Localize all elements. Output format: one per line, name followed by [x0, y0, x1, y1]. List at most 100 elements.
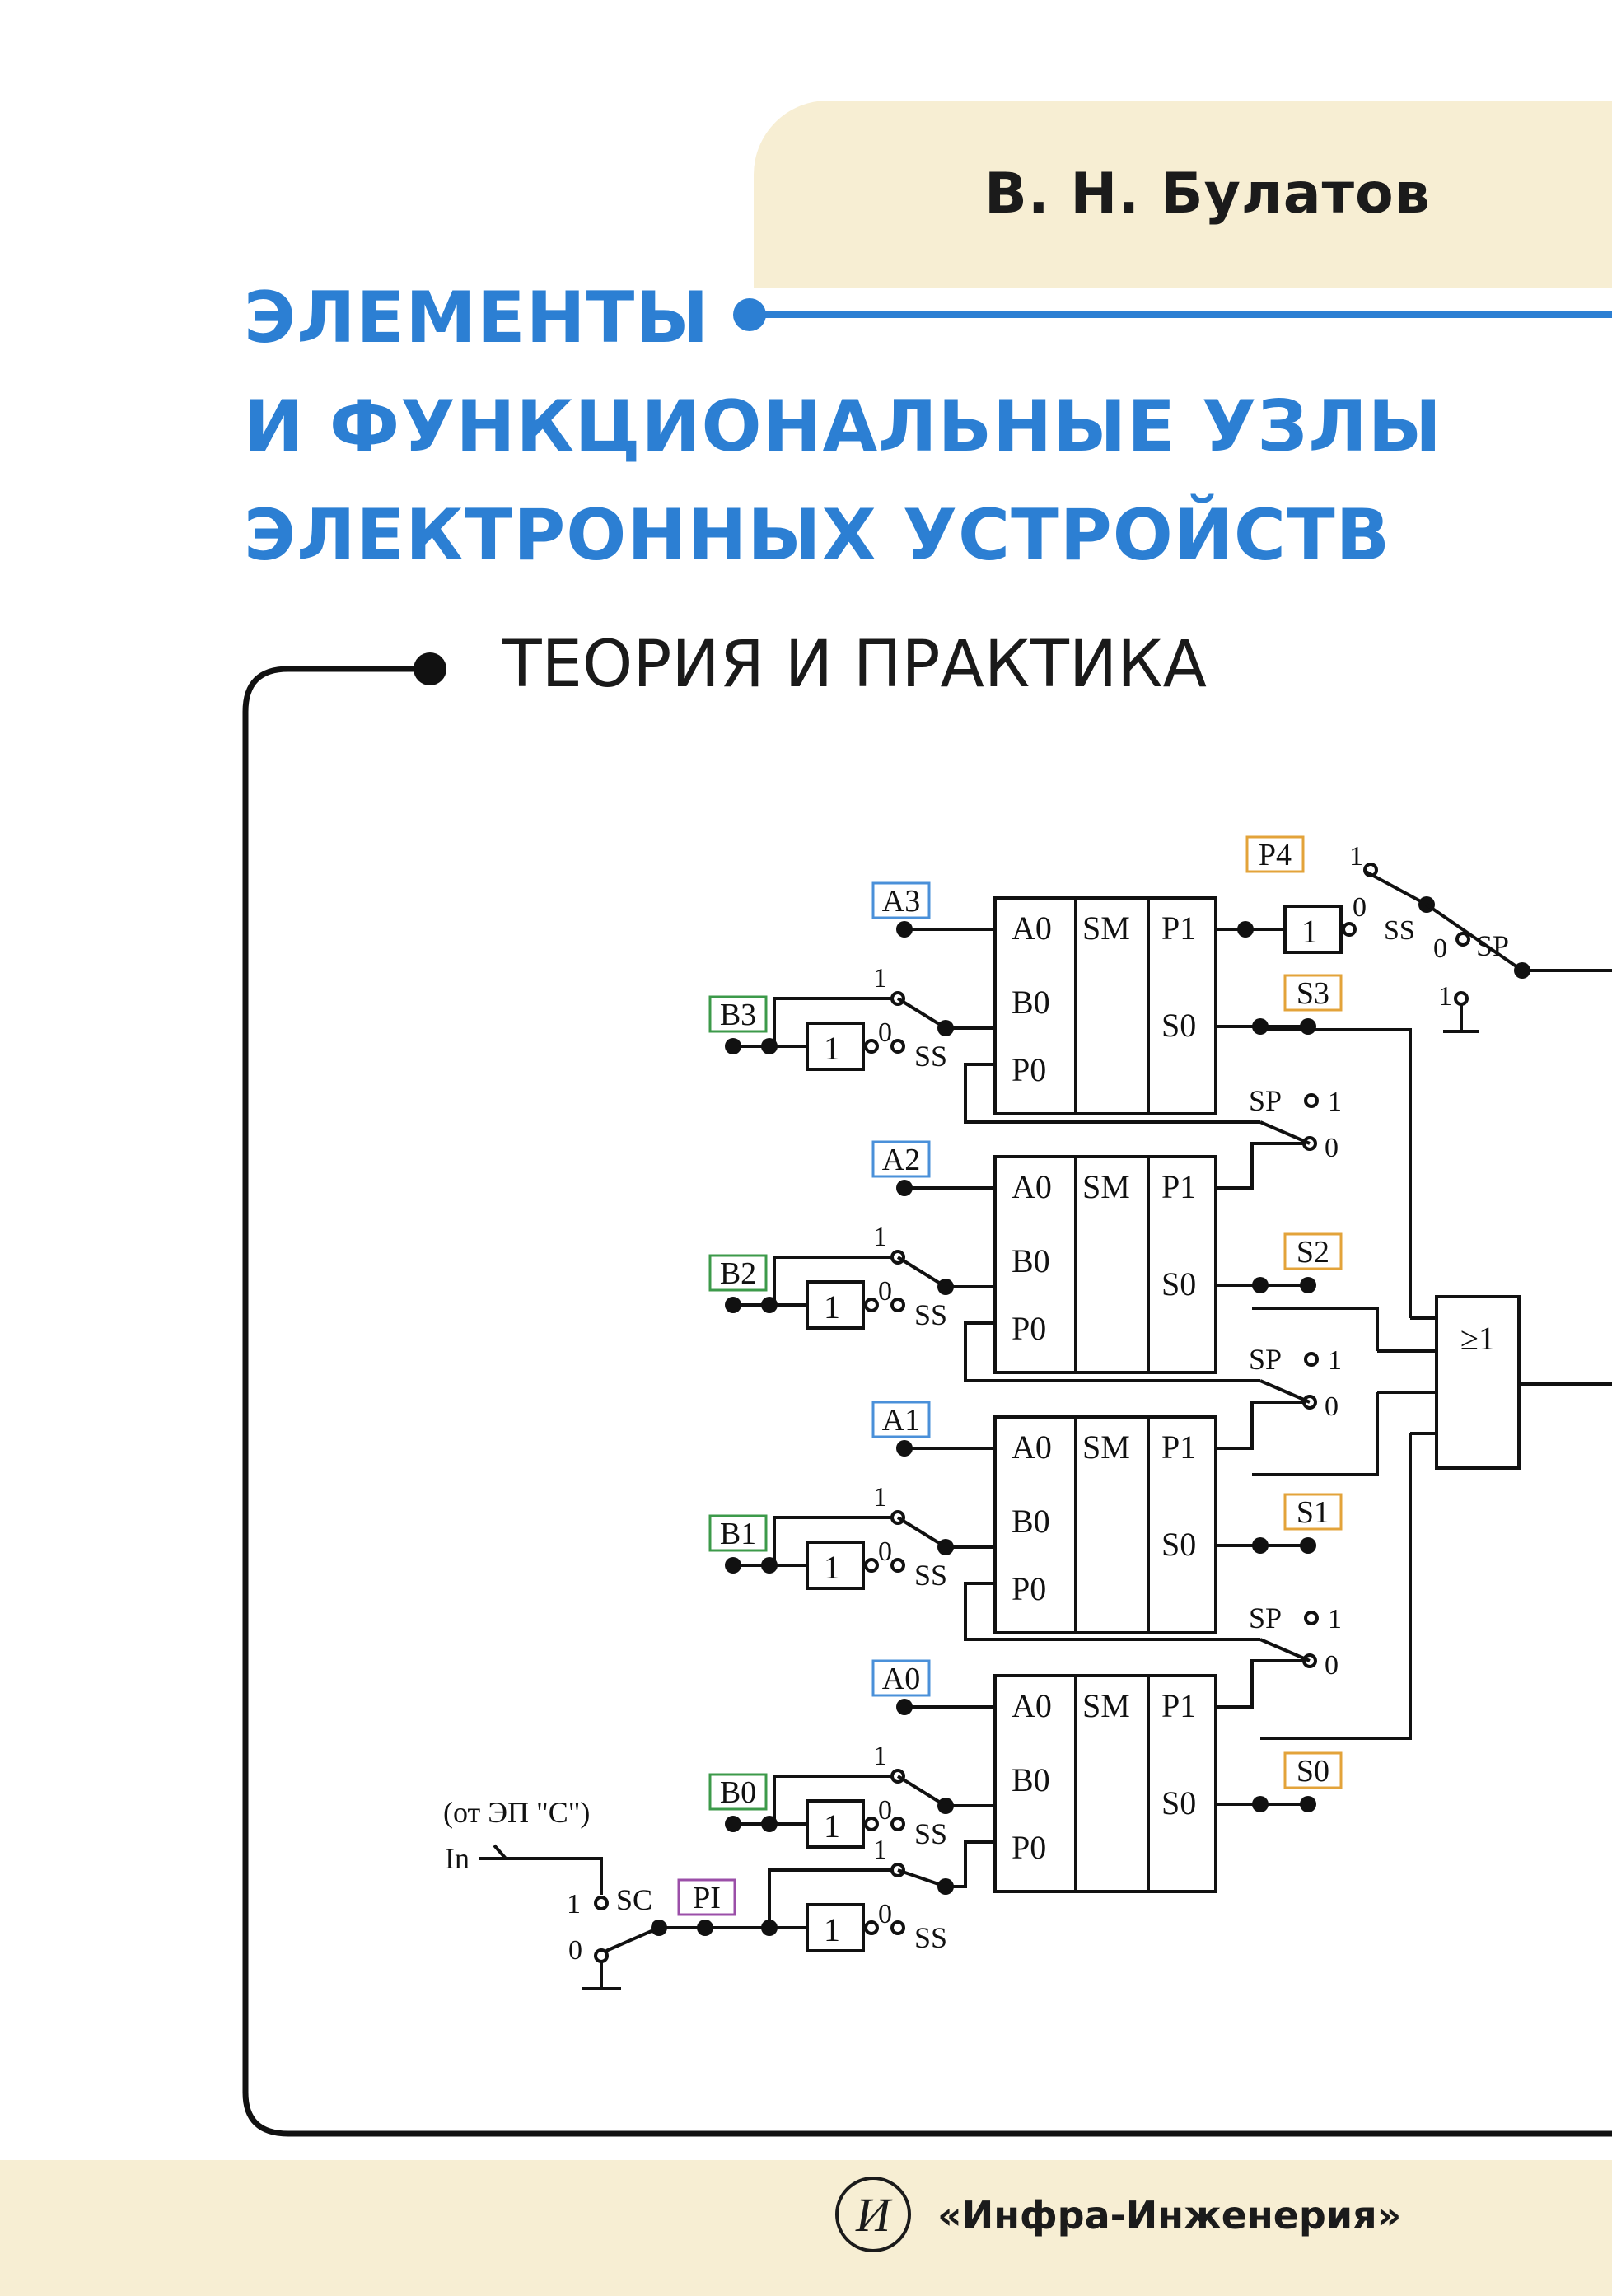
stage-s2-ss-zero: 0 — [878, 1276, 892, 1307]
contact-ring — [890, 1298, 905, 1312]
wire — [1252, 1307, 1379, 1351]
carry-ss-ss: SS — [914, 1921, 947, 1954]
sp-switch-0-feed — [964, 1063, 1260, 1124]
sp-switch-1-feed — [964, 1321, 1260, 1382]
wire — [1252, 1392, 1379, 1476]
contact-ring — [864, 1817, 879, 1831]
stage-s3-pin-p1: P1 — [1161, 910, 1196, 947]
stage-s1-ss-one: 1 — [873, 1482, 887, 1513]
author-name: В. Н. Булатов — [984, 161, 1431, 227]
tag-carry-in: PI — [693, 1881, 721, 1915]
stage-s1-tag-b-box — [708, 1514, 768, 1552]
stage-s1-inverter-box — [806, 1541, 865, 1590]
stage-s2-tag-s-box — [1283, 1232, 1343, 1270]
stage-s0-adder-box — [993, 1674, 1217, 1893]
contact-ring — [890, 1920, 905, 1935]
stage-s1-adder-box — [993, 1415, 1217, 1634]
stage-s0-tag-b: B0 — [720, 1775, 756, 1810]
stage-s2-ss-one: 1 — [873, 1222, 887, 1252]
stage-s3-inverter-box — [806, 1022, 865, 1071]
wire — [946, 1840, 995, 1888]
input-arrow — [479, 1844, 510, 1860]
carry-ss-one: 1 — [873, 1835, 887, 1865]
stage-s3-ss-blade — [896, 997, 947, 1030]
stage-s0-tag-a: A0 — [882, 1662, 920, 1696]
wire — [773, 1775, 898, 1824]
stage-s1-inverter-label: 1 — [824, 1549, 840, 1586]
top-sp-zero: 0 — [1433, 933, 1447, 964]
stage-s1-pin-a0: A0 — [1012, 1429, 1052, 1466]
top-ss-blade — [1365, 870, 1427, 906]
stage-s1-tag-s: S1 — [1297, 1495, 1329, 1530]
contact-ring — [1455, 932, 1470, 947]
stage-s1-pin-b0: B0 — [1012, 1503, 1050, 1540]
stage-s0-inverter-label: 1 — [824, 1807, 840, 1845]
sp-switch-0-one: 1 — [1328, 1087, 1342, 1117]
stage-s2-pin-sm: SM — [1082, 1168, 1130, 1205]
contact-ring — [890, 1039, 905, 1054]
stage-s0-inverter-box — [806, 1799, 865, 1849]
title-line-1: ЭЛЕМЕНТЫ — [244, 277, 710, 359]
sp-switch-1-p1 — [1216, 1401, 1305, 1450]
wire — [773, 997, 898, 1046]
subtitle: ТЕОРИЯ И ПРАКТИКА — [502, 628, 1207, 702]
sp-switch-1-blade — [1259, 1379, 1311, 1404]
contact-ring — [864, 1298, 879, 1312]
stage-s1-tag-b: B1 — [720, 1517, 756, 1551]
sp-switch-2-zero: 0 — [1325, 1650, 1339, 1681]
stage-s0-pin-p1: P1 — [1161, 1687, 1196, 1724]
stage-s2-pin-p0: P0 — [1012, 1310, 1046, 1347]
stage-s0-ss-ss: SS — [914, 1817, 947, 1850]
sc-one: 1 — [567, 1889, 581, 1920]
stage-s0-tag-s: S0 — [1297, 1754, 1329, 1789]
wire — [506, 1857, 603, 1895]
stage-s0-tag-s-box — [1283, 1751, 1343, 1789]
stage-s2-ss-ss: SS — [914, 1298, 947, 1331]
tag-carry-out: P4 — [1259, 838, 1292, 872]
carry-ss-blade — [897, 1868, 946, 1888]
stage-s3-inverter-label: 1 — [824, 1030, 840, 1067]
or-gate-label: ≥1 — [1460, 1320, 1495, 1357]
title-line-2: И ФУНКЦИОНАЛЬНЫЕ УЗЛЫ — [244, 386, 1442, 468]
sp-switch-2-feed — [964, 1582, 1260, 1641]
wire — [773, 1516, 898, 1565]
stage-s0-ss-zero: 0 — [878, 1795, 892, 1826]
sp-switch-1-label: SP — [1249, 1343, 1282, 1376]
carry-inverter-label: 1 — [824, 1911, 840, 1948]
stage-s0-pin-sm: SM — [1082, 1687, 1130, 1724]
sp-switch-2-p1 — [1216, 1659, 1305, 1709]
stage-s3-tag-a: A3 — [882, 884, 920, 919]
title-line-3: ЭЛЕКТРОННЫХ УСТРОЙСТВ — [244, 494, 1391, 577]
contact-ring — [1342, 922, 1357, 937]
stage-s0-pin-s0: S0 — [1161, 1784, 1196, 1821]
contact-ring — [1304, 1611, 1319, 1625]
stage-s2-pin-b0: B0 — [1012, 1242, 1050, 1279]
sp-switch-2-blade — [1259, 1638, 1311, 1662]
stage-s0-tag-a-box — [871, 1659, 931, 1697]
footer-band — [0, 2160, 1612, 2296]
stage-s1-pin-sm: SM — [1082, 1429, 1130, 1466]
author-band — [754, 101, 1612, 288]
sp-switch-0-p1 — [1216, 1142, 1305, 1190]
stage-s1-pin-p1: P1 — [1161, 1429, 1196, 1466]
contact-ring — [594, 1896, 609, 1910]
stage-s3-pin-p0: P0 — [1012, 1051, 1046, 1088]
sp-switch-1-one: 1 — [1328, 1345, 1342, 1376]
stage-s2-inverter-label: 1 — [824, 1288, 840, 1326]
contact-ring — [864, 1920, 879, 1935]
stage-s1-ss-zero: 0 — [878, 1536, 892, 1567]
contact-ring — [864, 1558, 879, 1573]
stage-s2-pin-a0: A0 — [1012, 1168, 1052, 1205]
wire — [1260, 1028, 1412, 1318]
stage-s2-tag-s: S2 — [1297, 1235, 1329, 1270]
wire — [1260, 1433, 1412, 1740]
top-ss-label: SS — [1384, 915, 1415, 946]
stage-s2-tag-a-box — [871, 1140, 931, 1178]
carry-ss-zero: 0 — [878, 1899, 892, 1929]
stage-s2-ss-blade — [896, 1256, 947, 1288]
sc-blade — [605, 1926, 660, 1952]
tag-carry-in-box — [677, 1878, 736, 1916]
